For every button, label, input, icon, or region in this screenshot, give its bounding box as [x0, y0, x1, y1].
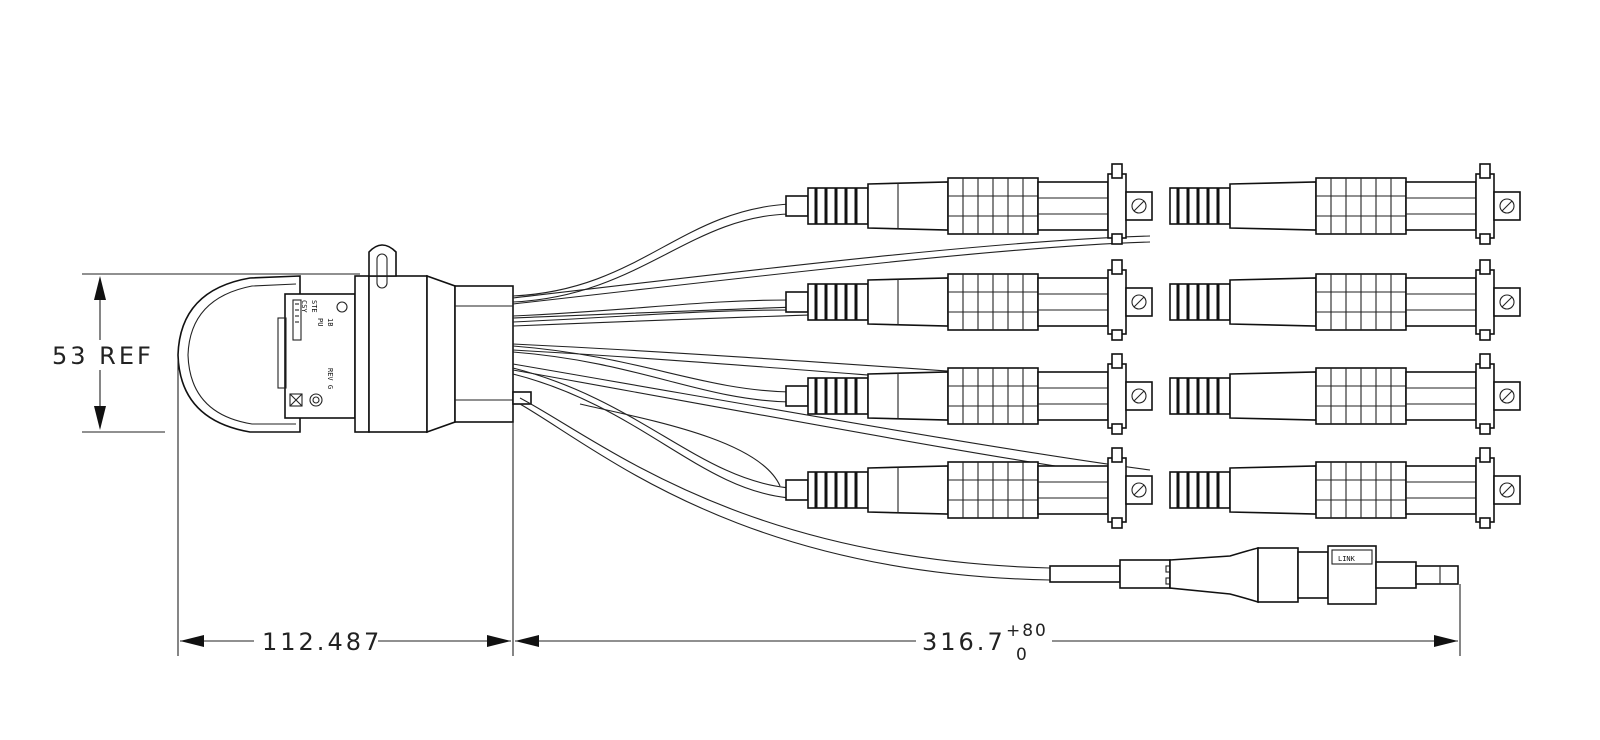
height-dimension-label: 53 REF — [52, 342, 154, 370]
pulling-eye-slot — [376, 253, 388, 289]
label-line-1: CSY — [300, 300, 308, 313]
arrowhead-right-2 — [1434, 635, 1458, 647]
housing-taper — [426, 274, 456, 434]
leg-length-dimension: 316.7 +80 0 — [515, 584, 1461, 665]
arrowhead-up — [94, 276, 106, 300]
leg-tolerance-minus: 0 — [1016, 645, 1029, 665]
lc-duplex-connector — [1169, 259, 1521, 341]
screw-icon — [1131, 294, 1147, 310]
label-plate — [284, 293, 356, 419]
mpo-grip — [1257, 547, 1299, 603]
housing-boot — [177, 275, 301, 433]
screw-icon — [1131, 388, 1147, 404]
lc-duplex-connector — [785, 353, 1153, 435]
screw-icon — [1499, 482, 1515, 498]
lc-duplex-connector — [785, 259, 1153, 341]
screw-icon — [1131, 198, 1147, 214]
label-line-3: PU — [316, 318, 324, 326]
housing-boot-inner — [187, 283, 297, 425]
arrowhead-left — [180, 635, 204, 647]
leg-length-label: 316.7 — [922, 628, 1006, 656]
lc-duplex-connector — [1169, 163, 1521, 245]
leg-tolerance-plus: +80 — [1006, 621, 1048, 641]
label-logo-icon — [336, 301, 348, 313]
lc-duplex-connector — [1169, 447, 1521, 529]
screw-icon — [1131, 482, 1147, 498]
housing-body — [368, 275, 428, 433]
mpo-ferrule-housing — [1375, 561, 1417, 589]
weee-bin-icon — [289, 393, 303, 407]
label-barcode — [292, 299, 302, 341]
mpo-key-label-box — [1331, 549, 1373, 565]
lc-duplex-connector — [785, 447, 1153, 529]
mpo-cable-sleeve — [1049, 565, 1121, 583]
lc-duplex-connector — [1169, 353, 1521, 435]
lc-connector-array — [785, 163, 1521, 529]
label-line-4: 1B — [326, 318, 334, 326]
mpo-crimp-body — [1119, 559, 1171, 589]
mpo-ferrule — [1415, 565, 1459, 585]
screw-icon — [1499, 198, 1515, 214]
pulling-eye — [368, 244, 397, 277]
screw-icon — [1499, 294, 1515, 310]
label-line-2: STE — [310, 300, 318, 313]
fanout-housing: CSY STE PU 1B REV G — [177, 244, 532, 434]
screw-icon — [1499, 388, 1515, 404]
hub-length-label: 112.487 — [262, 628, 382, 656]
mpo-housing — [1327, 545, 1377, 605]
lc-duplex-connector — [785, 163, 1153, 245]
arrowhead-right — [487, 635, 511, 647]
mpo-boot — [1169, 546, 1259, 604]
label-rev: REV G — [326, 368, 334, 389]
mpo-coupling — [1297, 551, 1329, 599]
housing-outlet — [454, 285, 514, 423]
mpo-connector: LINK — [1049, 545, 1459, 605]
arrowhead-down — [94, 406, 106, 430]
mpo-key-label: LINK — [1338, 555, 1356, 563]
hub-length-dimension: 112.487 — [177, 360, 514, 656]
arrowhead-left-2 — [515, 635, 539, 647]
housing-flange — [354, 275, 370, 433]
height-dimension: 53 REF — [44, 273, 360, 433]
label-plate-tab — [277, 317, 287, 389]
compliance-mark-icon — [309, 393, 323, 407]
